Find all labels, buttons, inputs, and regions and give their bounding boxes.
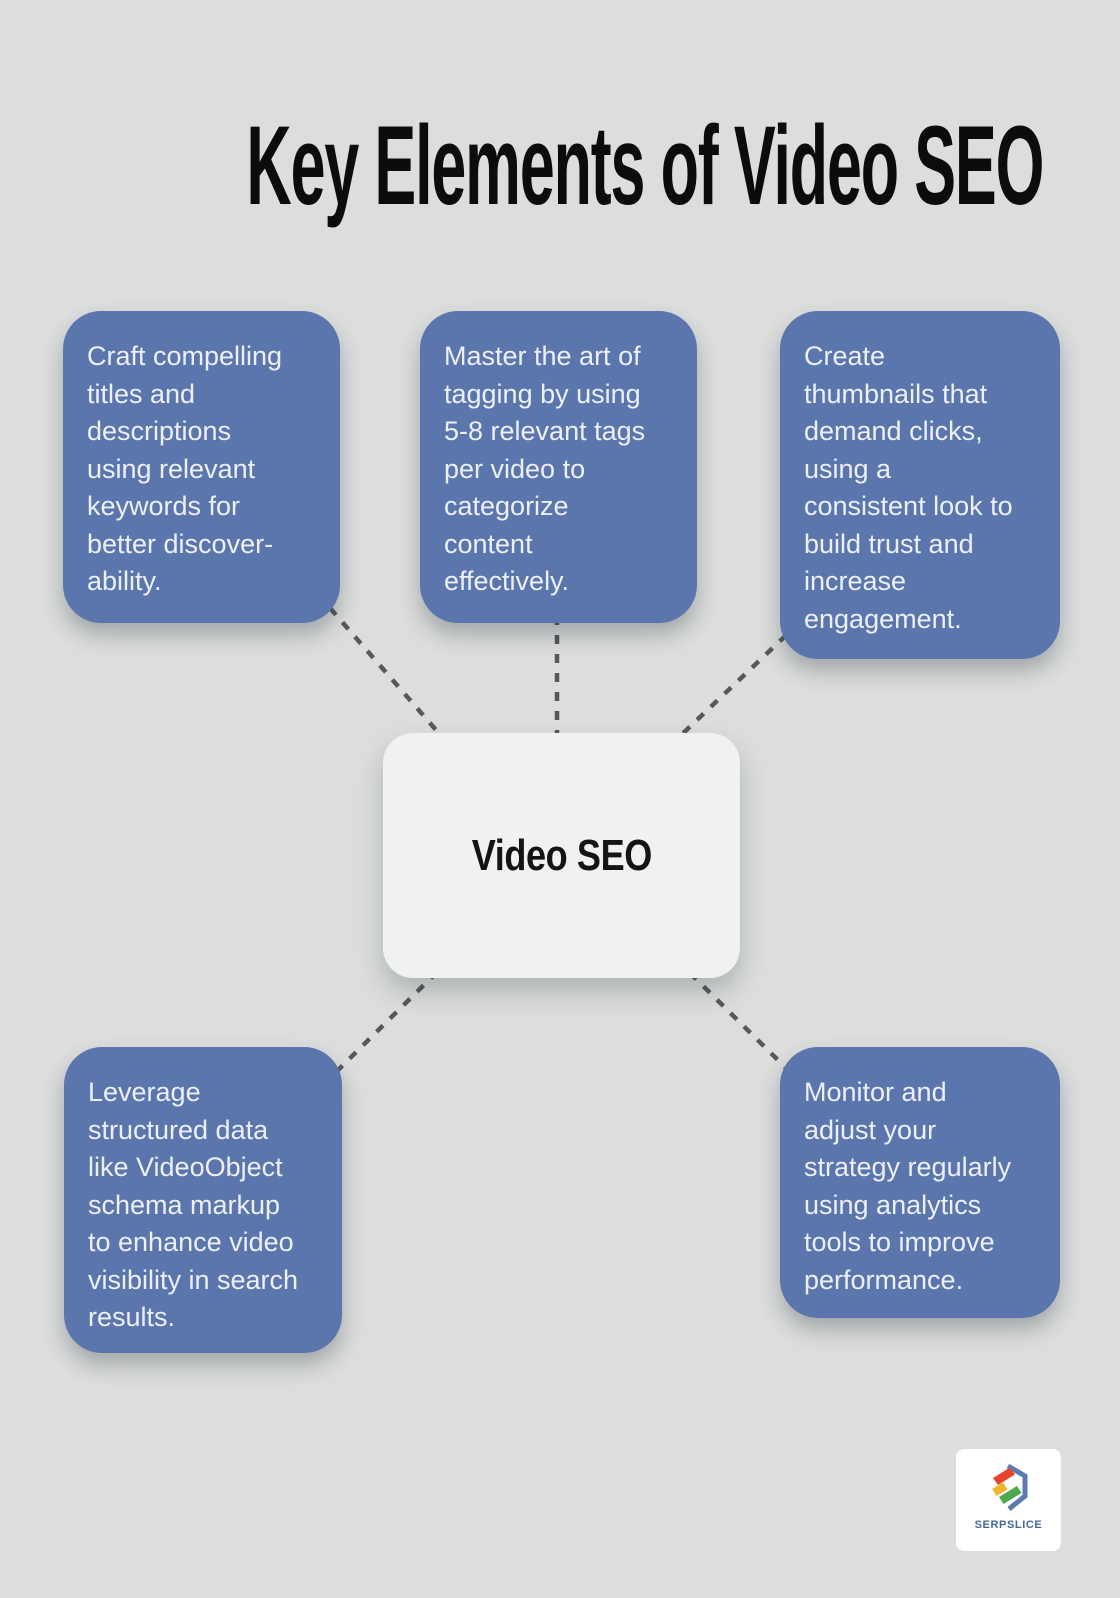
info-box-titles-descriptions: Craft compelling titles and descriptions… [63, 311, 340, 623]
connector-titles-to-center [328, 606, 445, 740]
info-box-analytics: Monitor and adjust your strategy regular… [780, 1047, 1060, 1318]
info-box-text: Monitor and adjust your strategy regular… [804, 1077, 1012, 1295]
info-box-text: Leverage structured data like VideoObjec… [88, 1077, 299, 1332]
info-box-text: Create thumbnails that demand clicks, us… [804, 341, 1013, 634]
serpslice-brand-text: SERPSLICE [974, 1519, 1043, 1531]
info-box-structured-data: Leverage structured data like VideoObjec… [64, 1047, 342, 1353]
serpslice-hexagon-logo-icon [991, 1463, 1027, 1511]
info-box-thumbnails: Create thumbnails that demand clicks, us… [780, 311, 1060, 659]
serpslice-logo-card: SERPSLICE [956, 1449, 1061, 1551]
info-box-text: Craft compelling titles and descriptions… [87, 341, 283, 596]
connector-center-to-analytics [688, 971, 792, 1074]
center-node-label: Video SEO [471, 830, 652, 880]
info-box-text: Master the art of tagging by using 5-8 r… [444, 341, 646, 596]
info-box-tagging: Master the art of tagging by using 5-8 r… [420, 311, 697, 623]
connector-thumbnails-to-center [676, 620, 802, 740]
center-node-video-seo: Video SEO [383, 733, 740, 978]
connector-center-to-structured [328, 970, 439, 1080]
